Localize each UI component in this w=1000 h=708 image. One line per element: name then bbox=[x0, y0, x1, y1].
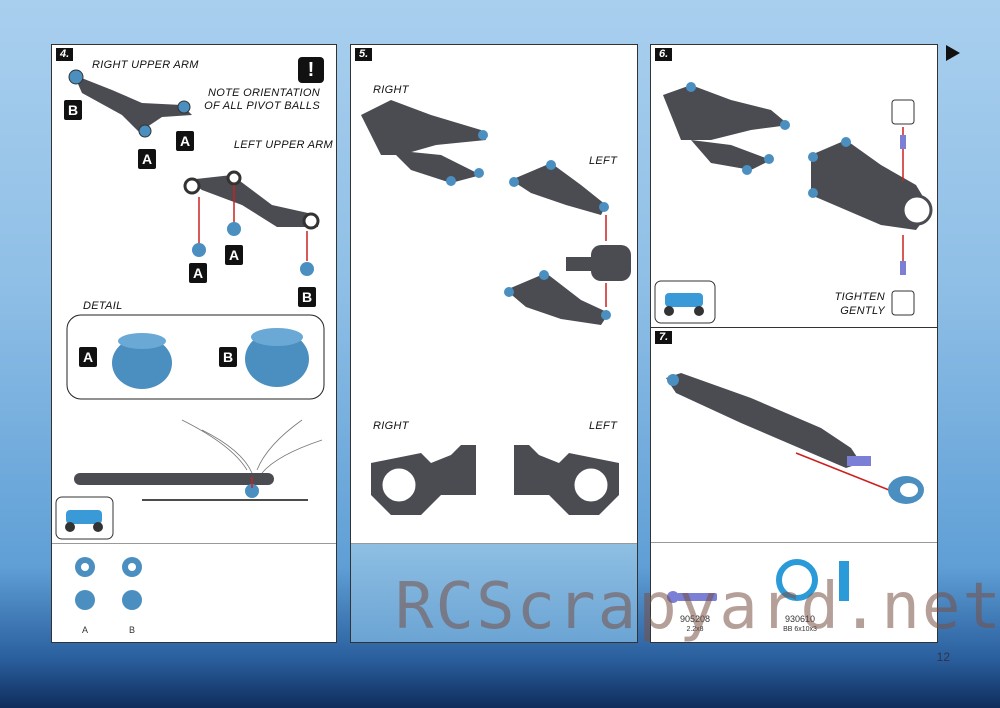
next-page-icon[interactable] bbox=[946, 45, 960, 61]
step-7-panel: 7. 905208 2.2x8 930610 BB 6x10x3 bbox=[650, 327, 938, 643]
left-label: LEFT bbox=[589, 155, 618, 167]
step-5-panel: 5. RIGHT LEFT RIGHT LEFT bbox=[350, 44, 638, 643]
step-6-panel: 6. TIGHTEN GENTLY bbox=[650, 44, 938, 328]
step-7-parts-strip bbox=[651, 542, 937, 642]
watermark: RCScrapyard.net bbox=[395, 570, 1000, 644]
step-number: 7. bbox=[655, 331, 673, 344]
part-a-label: A bbox=[81, 625, 88, 635]
warning-icon: ! bbox=[298, 57, 324, 83]
step-4-panel: 4. RIGHT UPPER ARM ! NOTE ORIENTATION OF… bbox=[51, 44, 337, 643]
step-5-parts-strip bbox=[351, 543, 637, 642]
part-b-label: B bbox=[128, 625, 135, 635]
pivot-tag-a: A bbox=[176, 131, 194, 151]
part-2-number: 930610 bbox=[784, 614, 816, 624]
pivot-tag-a: A bbox=[225, 245, 243, 265]
step-number: 5. bbox=[355, 48, 373, 61]
step-4-parts-strip bbox=[52, 543, 336, 642]
part-1-number: 905208 bbox=[679, 614, 711, 624]
detail-tag-a: A bbox=[79, 347, 97, 367]
part-1-desc: 2.2x8 bbox=[686, 626, 704, 633]
left-label: LEFT bbox=[589, 420, 618, 432]
right-label: RIGHT bbox=[373, 84, 409, 96]
right-upper-arm-label: RIGHT UPPER ARM bbox=[92, 59, 199, 71]
step-number: 4. bbox=[56, 48, 74, 61]
page-number: 12 bbox=[936, 650, 950, 664]
part-2-desc: BB 6x10x3 bbox=[783, 626, 817, 633]
step-5-illustration bbox=[361, 100, 631, 515]
left-upper-arm-label: LEFT UPPER ARM bbox=[233, 139, 333, 151]
step-7-illustration bbox=[666, 373, 924, 504]
step-6-illustration bbox=[654, 82, 933, 324]
step-number: 6. bbox=[655, 48, 673, 61]
pivot-tag-a: A bbox=[138, 149, 156, 169]
pivot-tag-b: B bbox=[64, 100, 82, 120]
step-4-illustration bbox=[55, 69, 325, 610]
note-line-1: NOTE ORIENTATION bbox=[208, 87, 320, 99]
right-label: RIGHT bbox=[373, 420, 409, 432]
note-line-2: OF ALL PIVOT BALLS bbox=[204, 100, 320, 112]
gently-label: GENTLY bbox=[840, 305, 885, 317]
pivot-tag-b: B bbox=[298, 287, 316, 307]
parts-illustration bbox=[667, 559, 849, 603]
pivot-tag-a: A bbox=[189, 263, 207, 283]
detail-tag-b: B bbox=[219, 347, 237, 367]
detail-label: DETAIL bbox=[83, 300, 123, 312]
tighten-label: TIGHTEN bbox=[834, 291, 885, 303]
